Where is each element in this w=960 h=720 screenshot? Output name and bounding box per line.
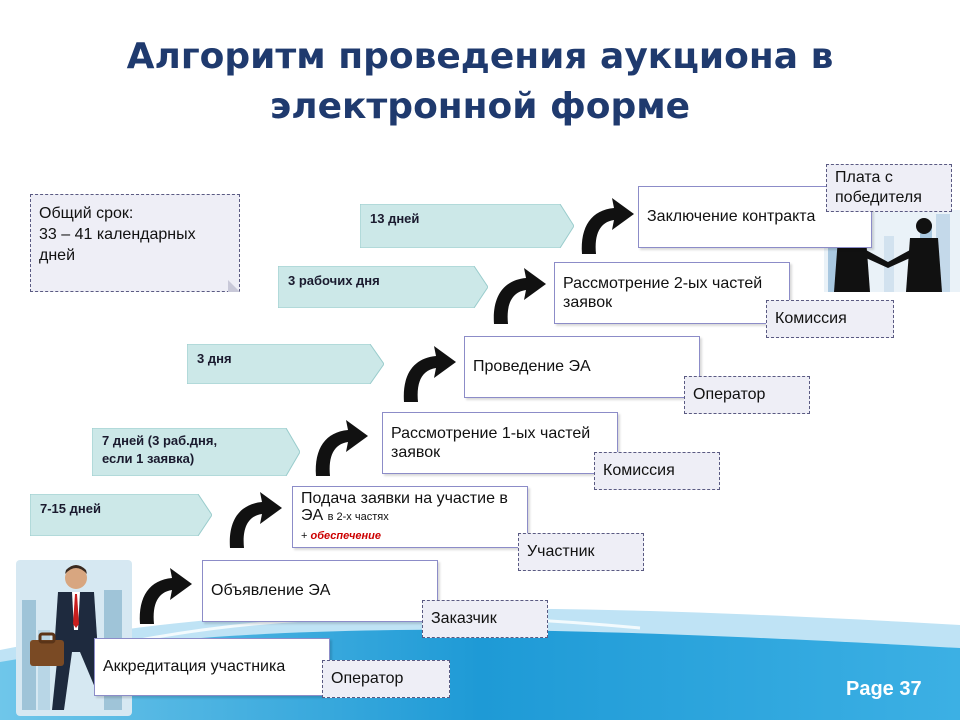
note-fold-corner (228, 280, 240, 292)
curved-arrow-icon (229, 492, 282, 548)
total-term-line1: Общий срок: (39, 205, 134, 222)
role-label: Участник (527, 543, 595, 560)
duration-step5-text: 3 дня (197, 351, 232, 366)
curved-arrow-icon (403, 346, 456, 402)
step-application: Подача заявки на участие в ЭА в 2-х част… (292, 486, 528, 548)
role-participant: Участник (518, 533, 644, 571)
step-accreditation-label: Аккредитация участника (103, 658, 286, 675)
role-winner-payment: Плата с победителя (826, 164, 952, 212)
security-deposit-label: обеспечение (310, 529, 381, 542)
role-operator-accreditation: Оператор (322, 660, 450, 698)
step-auction-label: Проведение ЭА (473, 358, 591, 375)
step-contract-label: Заключение контракта (647, 208, 816, 225)
role-label: Заказчик (431, 610, 497, 627)
step-review-second-parts-label: Рассмотрение 2-ых частей заявок (563, 275, 763, 311)
duration-step4: 7 дней (3 раб.дня, если 1 заявка) (92, 428, 300, 476)
handshake-illustration (824, 210, 960, 292)
role-operator-auction: Оператор (684, 376, 810, 414)
total-term-note: Общий срок: 33 – 41 календарных дней (30, 194, 240, 292)
duration-step5: 3 дня (187, 344, 384, 384)
duration-step7-text: 13 дней (370, 211, 420, 226)
page-number: Page 37 (846, 678, 922, 700)
role-commission-second: Комиссия (766, 300, 894, 338)
step-review-first-parts-label: Рассмотрение 1-ых частей заявок (391, 425, 591, 461)
duration-step3: 7-15 дней (30, 494, 212, 536)
curved-arrow-icon (581, 198, 634, 254)
duration-step3-text: 7-15 дней (40, 501, 101, 516)
step-accreditation: Аккредитация участника (94, 638, 330, 696)
duration-step4-text: 7 дней (3 раб.дня, если 1 заявка) (102, 433, 218, 466)
role-customer: Заказчик (422, 600, 548, 638)
duration-step6-text: 3 рабочих дня (288, 273, 380, 288)
curved-arrow-icon (139, 568, 192, 624)
role-label: Оператор (693, 386, 766, 403)
role-label: Комиссия (603, 462, 675, 479)
page-title: Алгоритм проведения аукциона в электронн… (126, 36, 834, 127)
step-application-small: в 2-х частях (327, 510, 389, 523)
role-label: Плата с победителя (835, 169, 922, 206)
step-review-first-parts: Рассмотрение 1-ых частей заявок (382, 412, 618, 474)
curved-arrow-icon (493, 268, 546, 324)
role-label: Комиссия (775, 310, 847, 327)
duration-step7: 13 дней (360, 204, 574, 248)
total-term-line2: 33 – 41 календарных (39, 226, 196, 243)
step-review-second-parts: Рассмотрение 2-ых частей заявок (554, 262, 790, 324)
plus-sign: + (301, 529, 308, 542)
step-application-line: Подача заявки на участие в ЭА в 2-х част… (301, 490, 519, 526)
curved-arrow-icon (315, 420, 368, 476)
step-announcement-label: Объявление ЭА (211, 582, 331, 599)
step-application-label: Подача заявки на участие в ЭА (301, 489, 508, 524)
total-term-line3: дней (39, 247, 76, 264)
duration-step6: 3 рабочих дня (278, 266, 488, 308)
role-label: Оператор (331, 670, 404, 687)
step-announcement: Объявление ЭА (202, 560, 438, 622)
step-auction: Проведение ЭА (464, 336, 700, 398)
role-commission-first: Комиссия (594, 452, 720, 490)
step-application-extra: + обеспечение (301, 528, 519, 545)
